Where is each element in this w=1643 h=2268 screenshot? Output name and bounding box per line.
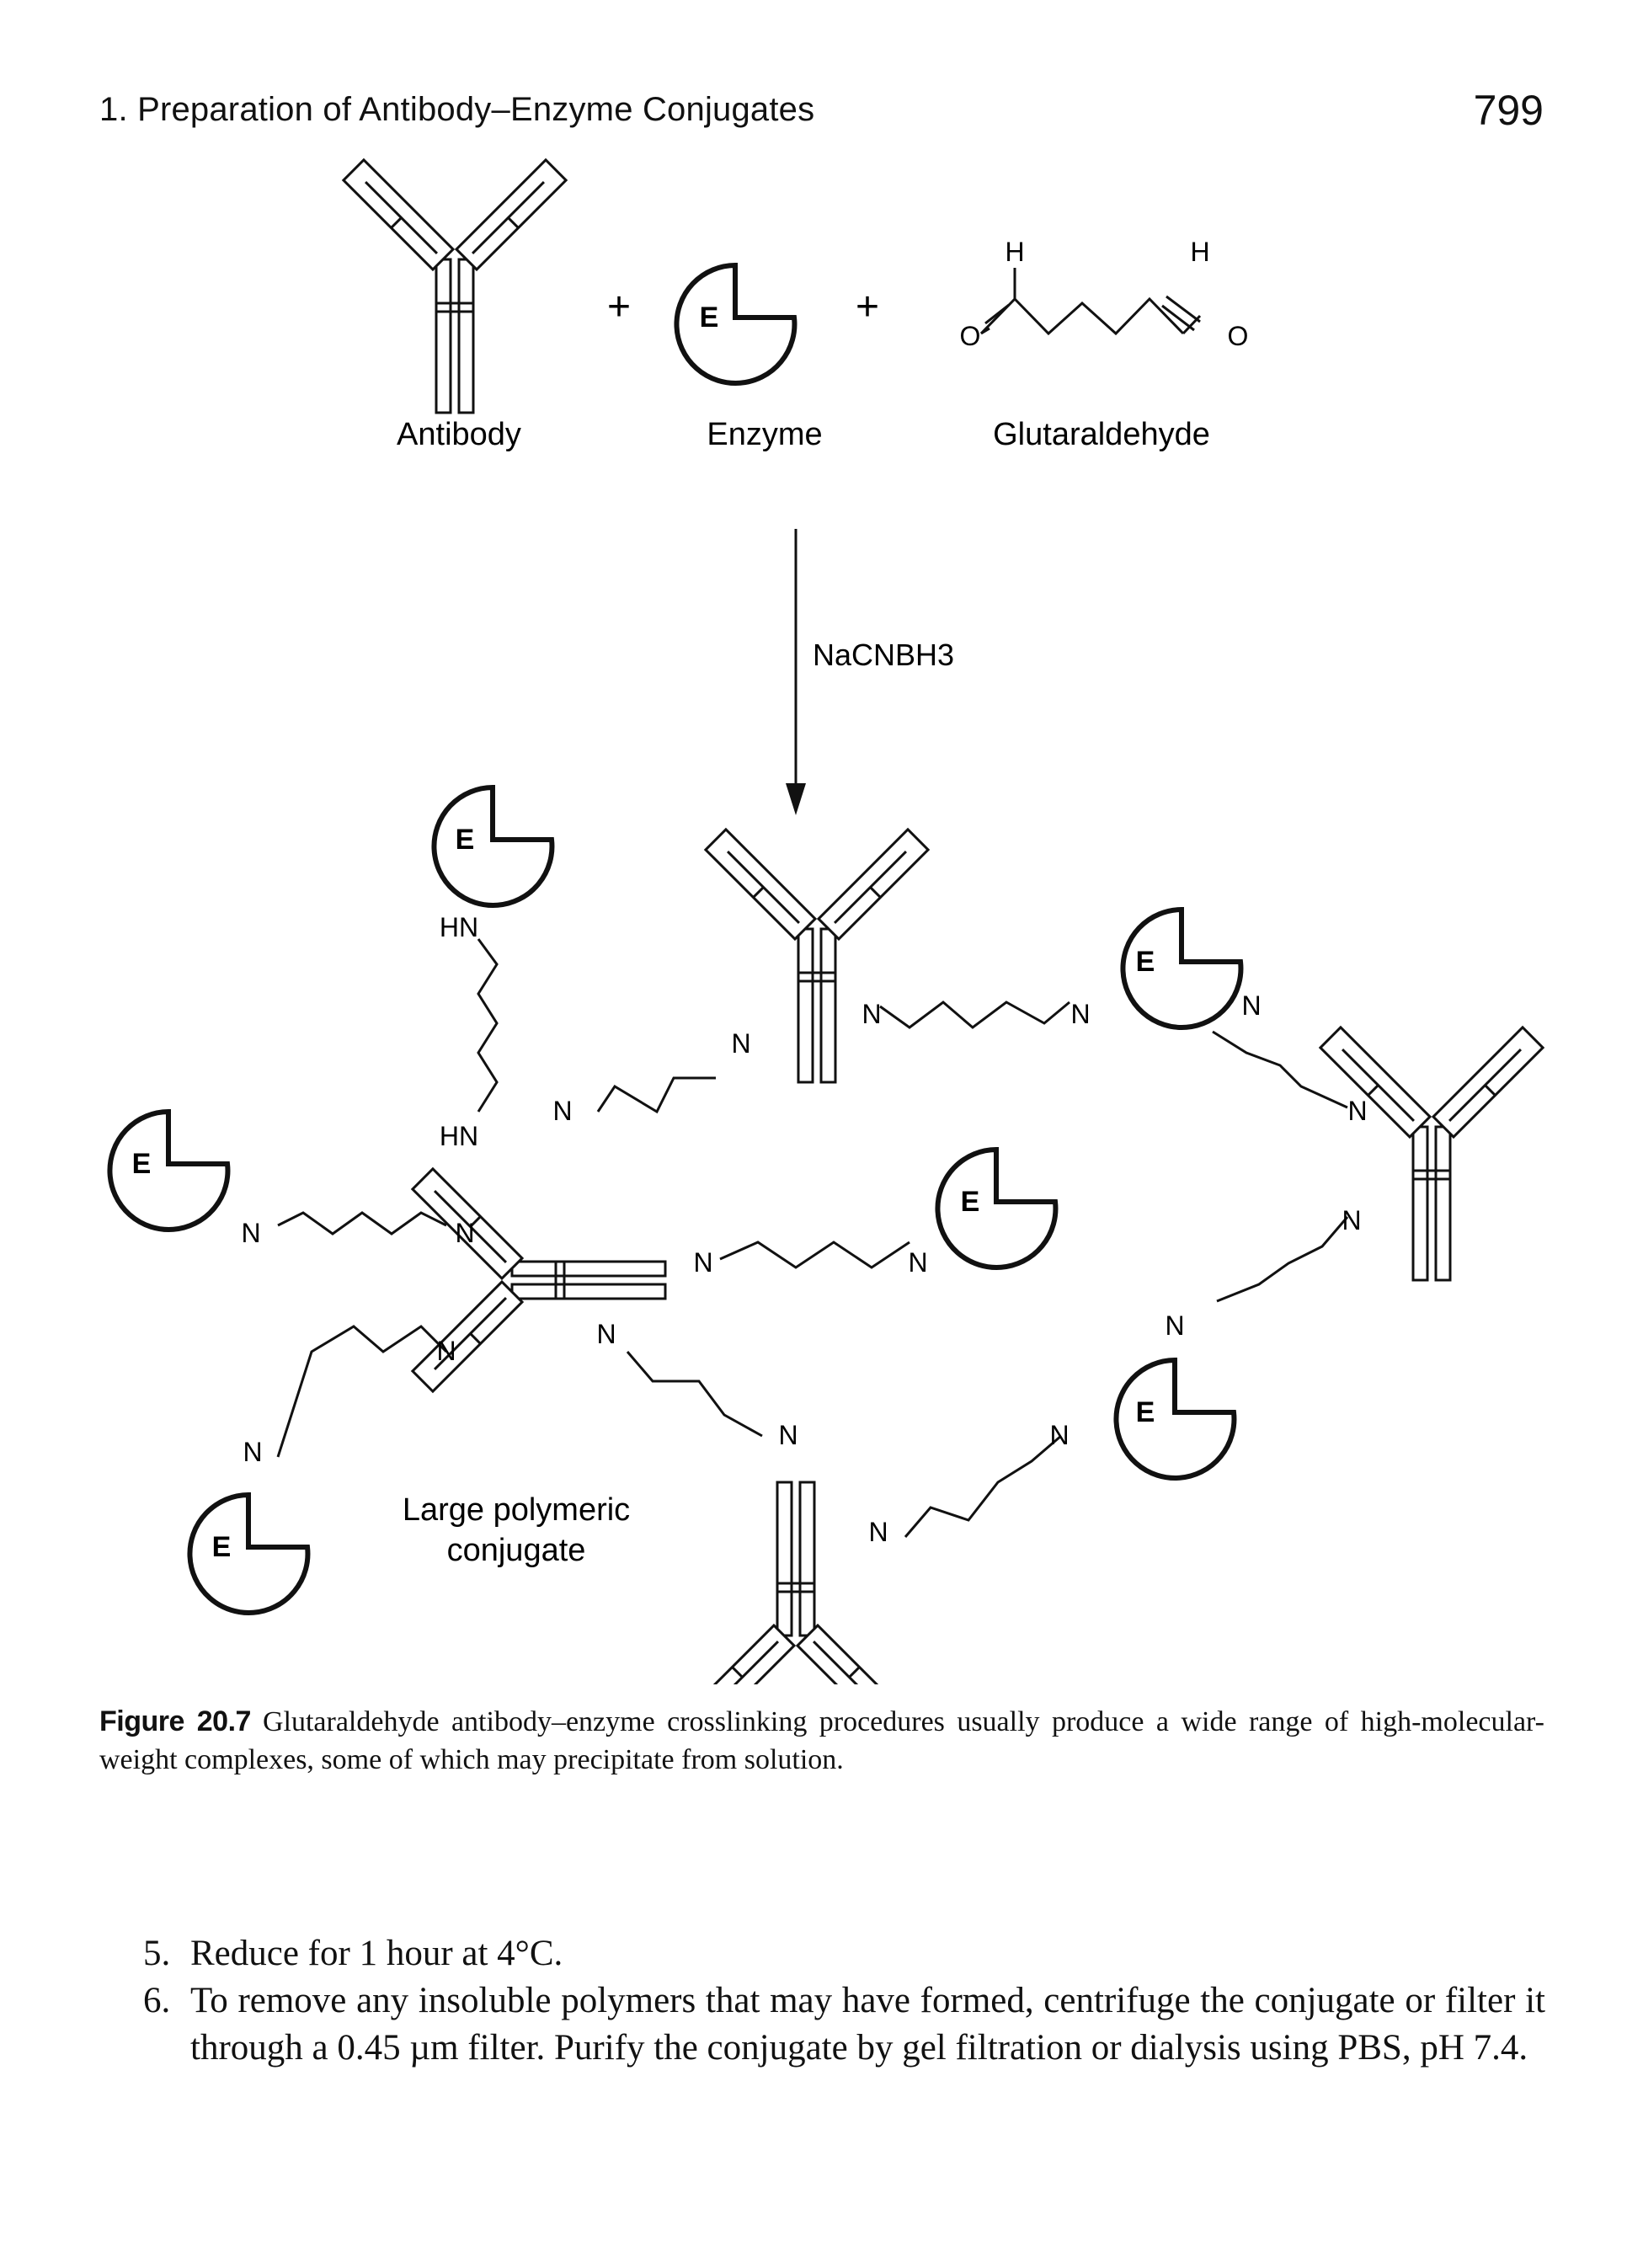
plus-sign: + xyxy=(856,285,879,329)
amine-label: N xyxy=(1342,1205,1361,1235)
product-label-line2: conjugate xyxy=(447,1533,586,1568)
amine-label: N xyxy=(862,999,881,1029)
step-number: 6. xyxy=(143,1981,171,2020)
enzyme: E xyxy=(109,1112,227,1230)
page-number: 799 xyxy=(1473,87,1544,134)
amine-label: HN xyxy=(440,912,478,942)
antibody-reactant xyxy=(342,158,568,414)
amine-label: N xyxy=(1070,999,1090,1029)
amine-label: N xyxy=(1165,1310,1184,1341)
enzyme: E xyxy=(937,1150,1055,1267)
procedure-steps: 5. Reduce for 1 hour at 4°C. 6. To remov… xyxy=(143,1930,1545,2072)
amine-label: N xyxy=(693,1247,712,1278)
step-text: To remove any insoluble polymers that ma… xyxy=(190,1981,1545,2068)
atom-h: H xyxy=(1190,237,1209,267)
product-label-line1: Large polymeric xyxy=(403,1492,630,1528)
amine-label: N xyxy=(731,1028,750,1059)
atom-o: O xyxy=(1228,321,1249,351)
product-label: Large polymeric conjugate xyxy=(403,1492,630,1568)
enzyme-symbol: E xyxy=(700,302,719,334)
caption-text: Glutaraldehyde antibody–enzyme crosslink… xyxy=(99,1706,1544,1775)
glutaraldehyde-structure xyxy=(979,268,1202,336)
enzyme-symbol: E xyxy=(1136,946,1155,978)
step-text: Reduce for 1 hour at 4°C. xyxy=(190,1934,563,1973)
enzyme-label: Enzyme xyxy=(707,417,822,452)
step-item: 5. Reduce for 1 hour at 4°C. xyxy=(143,1930,1545,1977)
plus-sign: + xyxy=(607,285,631,329)
amine-label: N xyxy=(1049,1420,1069,1450)
amine-label: HN xyxy=(440,1121,478,1151)
enzyme-symbol: E xyxy=(1136,1396,1155,1428)
amine-label: N xyxy=(778,1420,797,1450)
glutaraldehyde-label: Glutaraldehyde xyxy=(993,417,1210,452)
amine-label: N xyxy=(596,1319,616,1349)
enzyme-symbol: E xyxy=(456,824,475,856)
atom-h: H xyxy=(1005,237,1024,267)
amine-label: N xyxy=(455,1218,474,1248)
reagent-label: NaCNBH3 xyxy=(813,638,954,672)
step-number: 5. xyxy=(143,1934,171,1973)
amine-label: N xyxy=(1241,990,1261,1021)
running-head: 1. Preparation of Antibody–Enzyme Conjug… xyxy=(99,91,815,128)
crosslink-chains xyxy=(276,938,1349,1538)
amine-label: N xyxy=(1347,1096,1367,1126)
amine-label: N xyxy=(436,1336,456,1366)
enzyme: E xyxy=(189,1495,307,1613)
enzyme: E xyxy=(434,787,552,905)
amine-label: N xyxy=(243,1437,262,1467)
enzyme-symbol: E xyxy=(132,1148,152,1180)
enzyme-symbol: E xyxy=(212,1531,232,1563)
amine-label: N xyxy=(241,1218,260,1248)
amine-label: N xyxy=(552,1096,572,1126)
reaction-arrow xyxy=(786,529,806,815)
antibody xyxy=(683,1481,909,1684)
antibody xyxy=(1319,1026,1544,1282)
step-item: 6. To remove any insoluble polymers that… xyxy=(143,1977,1545,2072)
enzyme-symbol: E xyxy=(961,1186,980,1218)
antibody-label: Antibody xyxy=(397,417,521,452)
amine-label: N xyxy=(868,1517,888,1547)
enzyme-reactant: E xyxy=(676,265,794,383)
amine-label: N xyxy=(908,1247,927,1278)
caption-label: Figure 20.7 xyxy=(99,1705,251,1737)
enzyme: E xyxy=(1116,1360,1234,1478)
enzyme: E xyxy=(1123,910,1240,1027)
atom-o: O xyxy=(960,321,981,351)
figure-20-7: + E + H H O O Antibody Enzyme Glutaralde… xyxy=(0,158,1544,1684)
